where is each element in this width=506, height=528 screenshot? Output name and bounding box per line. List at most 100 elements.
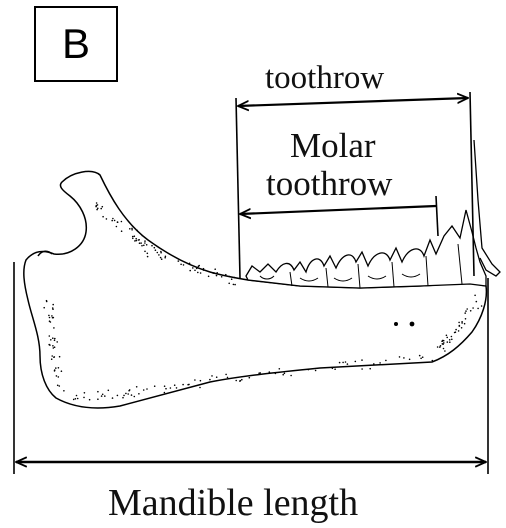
stipple-dot: [96, 202, 98, 204]
stipple-dot: [447, 341, 449, 343]
panel-label-box: B: [34, 6, 118, 82]
stipple-dot: [58, 367, 60, 369]
stipple-dot: [446, 337, 448, 339]
panel-label: B: [62, 20, 90, 68]
stipple-dot: [443, 348, 445, 350]
stipple-dot: [56, 341, 58, 343]
stipple-dot: [52, 304, 54, 306]
stipple-dot: [154, 385, 156, 387]
stipple-dot: [464, 312, 466, 314]
stipple-dot: [235, 380, 237, 382]
stipple-dot: [158, 254, 160, 256]
stipple-dot: [234, 277, 236, 279]
stipple-dot: [443, 342, 445, 344]
stipple-dot: [108, 390, 110, 392]
stipple-dot: [214, 268, 216, 270]
stipple-dot: [49, 317, 51, 319]
stipple-dot: [200, 272, 202, 274]
stipple-dot: [84, 392, 86, 394]
stipple-dot: [144, 240, 146, 242]
stipple-dot: [472, 307, 474, 309]
stipple-dot: [101, 395, 103, 397]
stipple-dot: [139, 242, 141, 244]
stipple-dot: [465, 310, 467, 312]
stipple-dot: [183, 264, 185, 266]
stipple-dot: [458, 322, 460, 324]
stipple-dot: [229, 276, 231, 278]
stipple-dot: [51, 315, 53, 317]
stipple-dot: [455, 331, 457, 333]
stipple-dot: [77, 398, 79, 400]
stipple-dot: [61, 370, 63, 372]
stipple-dot: [97, 391, 99, 393]
stipple-dot: [143, 389, 145, 391]
stipple-dot: [189, 270, 191, 272]
stipple-dot: [432, 360, 434, 362]
stipple-dot: [196, 268, 198, 270]
stipple-dot: [373, 363, 375, 365]
stipple-dot: [102, 206, 104, 208]
stipple-dot: [51, 358, 53, 360]
stipple-dot: [290, 375, 292, 377]
stipple-dot: [75, 398, 77, 400]
stipple-dot: [57, 385, 59, 387]
stipple-dot: [422, 356, 424, 358]
stipple-dot: [225, 374, 227, 376]
stipple-dot: [111, 220, 113, 222]
stipple-dot: [48, 315, 50, 317]
molar-toothrow-label-line2: toothrow: [266, 166, 392, 201]
stipple-dot: [102, 216, 104, 218]
stipple-dot: [461, 321, 463, 323]
molar-toothrow-right-extent: [436, 196, 438, 236]
stipple-dot: [146, 388, 148, 390]
stipple-dot: [189, 263, 191, 265]
stipple-dot: [122, 397, 124, 399]
toothrow-label: toothrow: [265, 62, 384, 95]
stipple-dot: [134, 396, 136, 398]
stipple-dot: [203, 269, 205, 271]
stipple-dot: [53, 347, 55, 349]
stipple-dot: [225, 274, 227, 276]
stipple-dot: [165, 255, 167, 257]
stipple-dot: [157, 252, 159, 254]
stipple-dot: [128, 390, 130, 392]
stipple-dot: [55, 367, 57, 369]
stipple-dot: [192, 267, 194, 269]
stipple-dot: [216, 376, 218, 378]
stipple-dot: [100, 208, 102, 210]
stipple-dot: [315, 370, 317, 372]
stipple-dot: [233, 284, 235, 286]
stipple-dot: [211, 375, 213, 377]
stipple-dot: [199, 387, 201, 389]
stipple-dot: [96, 209, 98, 211]
stipple-dot: [409, 359, 411, 361]
stipple-dot: [342, 362, 344, 364]
stipple-dot: [399, 356, 401, 358]
stipple-dot: [73, 399, 75, 401]
stipple-dot: [144, 251, 146, 253]
stipple-dot: [116, 226, 118, 228]
stipple-dot: [50, 339, 52, 341]
stipple-dot: [164, 392, 166, 394]
mental-foramen-dot: [410, 322, 415, 327]
stipple-dot: [194, 270, 196, 272]
stipple-dot: [176, 387, 178, 389]
stipple-dot: [477, 308, 479, 310]
stipple-dot: [437, 346, 439, 348]
stipple-dot: [138, 239, 140, 241]
stipple-dot: [54, 356, 56, 358]
stipple-dot: [440, 345, 442, 347]
stipple-dot: [56, 375, 58, 377]
stipple-dot: [451, 339, 453, 341]
stipple-dot: [160, 252, 162, 254]
stipple-dot: [76, 395, 78, 397]
stipple-dot: [131, 229, 133, 231]
stipple-dot: [165, 388, 167, 390]
stipple-dot: [143, 245, 145, 247]
stipple-dot: [161, 258, 163, 260]
stipple-dot: [43, 307, 45, 309]
stipple-dot: [96, 205, 98, 207]
stipple-dot: [369, 368, 371, 370]
stipple-dot: [420, 358, 422, 360]
